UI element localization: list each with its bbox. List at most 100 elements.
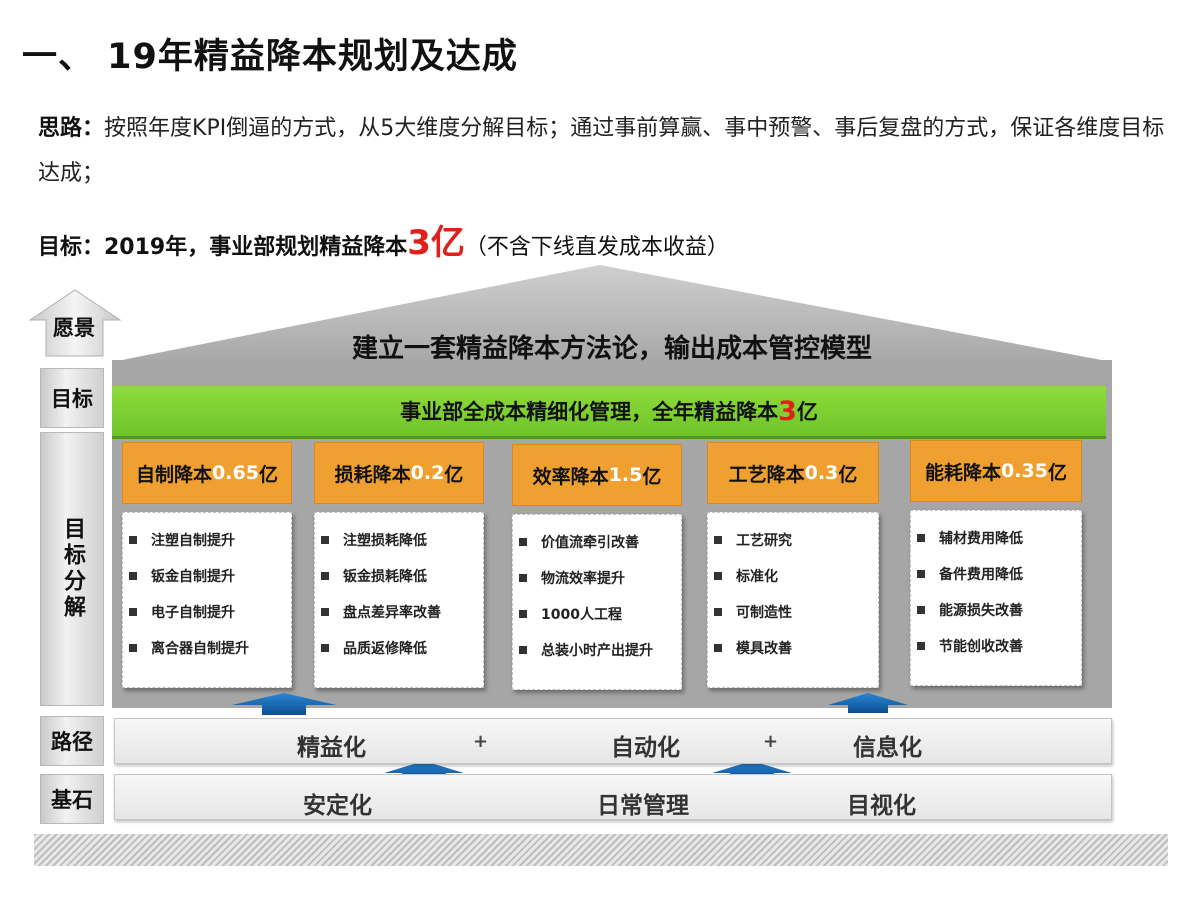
square-bullet-icon (917, 606, 925, 614)
side-label-path: 路径 (40, 716, 104, 766)
square-bullet-icon (321, 644, 329, 652)
pillar-list-item: 可制造性 (714, 595, 878, 631)
pillar-item-box: 注塑自制提升钣金自制提升电子自制提升离合器自制提升 (122, 512, 292, 688)
pillar-item-text: 注塑损耗降低 (343, 533, 427, 549)
side-label-breakdown-text: 目标分解 (60, 517, 85, 621)
page-title: 一、 19年精益降本规划及达成 (22, 37, 518, 77)
idea-label: 思路： (38, 116, 105, 141)
house-roof (112, 265, 1112, 362)
side-label-vision: 愿景 (53, 316, 95, 340)
pillar-list-item: 备件费用降低 (917, 557, 1081, 593)
square-bullet-icon (129, 572, 137, 580)
pillar-list-item: 品质返修降低 (321, 631, 483, 667)
pillar-item-text: 注塑自制提升 (151, 533, 235, 549)
square-bullet-icon (519, 610, 527, 618)
square-bullet-icon (714, 608, 722, 616)
pillar-amount: 1.5 (608, 464, 643, 486)
pillar-amount: 0.2 (410, 462, 445, 484)
pillar-item-text: 能源损失改善 (939, 603, 1023, 619)
pillar-item-text: 钣金损耗降低 (343, 569, 427, 585)
square-bullet-icon (129, 644, 137, 652)
pillar-name: 工艺降本 (728, 463, 805, 486)
path-plus: + (763, 731, 779, 752)
square-bullet-icon (129, 608, 137, 616)
pillar-item-text: 标准化 (736, 569, 778, 585)
pillar-list-item: 工艺研究 (714, 523, 878, 559)
idea-paragraph: 思路：按照年度KPI倒逼的方式，从5大维度分解目标；通过事前算赢、事中预警、事后… (38, 106, 1168, 196)
goal-label: 目标：2019年，事业部规划精益降本 (38, 235, 408, 260)
pillar-amount: 0.3 (804, 462, 839, 484)
pillar-item-text: 备件费用降低 (939, 567, 1023, 583)
square-bullet-icon (917, 642, 925, 650)
pillar-unit: 亿 (444, 463, 464, 486)
pillar-item-list: 辅材费用降低备件费用降低能源损失改善节能创收改善 (911, 521, 1081, 665)
pillar-list-item: 注塑自制提升 (129, 523, 291, 559)
square-bullet-icon (714, 572, 722, 580)
pillar-name: 损耗降本 (334, 463, 411, 486)
path-band: 精益化 + 自动化 + 信息化 (114, 718, 1112, 764)
pillar-item-text: 辅材费用降低 (939, 531, 1023, 547)
path-plus: + (473, 731, 489, 752)
pillar-list-item: 模具改善 (714, 631, 878, 667)
square-bullet-icon (321, 572, 329, 580)
pillar-item-text: 盘点差异率改善 (343, 605, 441, 621)
pillar-list-item: 能源损失改善 (917, 593, 1081, 629)
pillar-item-text: 工艺研究 (736, 533, 792, 549)
target-bar-text: 事业部全成本精细化管理，全年精益降本 (400, 400, 779, 424)
pillar-item-text: 电子自制提升 (151, 605, 235, 621)
square-bullet-icon (129, 536, 137, 544)
idea-text: 按照年度KPI倒逼的方式，从5大维度分解目标；通过事前算赢、事中预警、事后复盘的… (38, 116, 1165, 186)
pillar-unit: 亿 (642, 465, 662, 488)
pillar-item-text: 模具改善 (736, 641, 792, 657)
pillar-name: 效率降本 (532, 465, 609, 488)
pillar-item-text: 可制造性 (736, 605, 792, 621)
pillar-list-item: 价值流牵引改善 (519, 525, 681, 561)
pillar-item-box: 工艺研究标准化可制造性模具改善 (707, 512, 879, 688)
pillar-item-list: 价值流牵引改善物流效率提升 1000人工程总装小时产出提升 (513, 525, 681, 669)
pillar-item-text: 物流效率提升 (541, 571, 625, 587)
square-bullet-icon (917, 570, 925, 578)
pillar-list-item: 总装小时产出提升 (519, 633, 681, 669)
pillar-item-list: 注塑损耗降低钣金损耗降低盘点差异率改善品质返修降低 (315, 523, 483, 667)
side-label-target: 目标 (40, 368, 104, 428)
pillar-item-box: 辅材费用降低备件费用降低能源损失改善节能创收改善 (910, 510, 1082, 686)
pillar-name: 自制降本 (136, 463, 213, 486)
pillar-item-box: 价值流牵引改善物流效率提升 1000人工程总装小时产出提升 (512, 514, 682, 690)
path-item: 信息化 (853, 735, 922, 761)
pillar-item-box: 注塑损耗降低钣金损耗降低盘点差异率改善品质返修降低 (314, 512, 484, 688)
pillar-unit: 亿 (838, 463, 858, 486)
pillar-list-item: 辅材费用降低 (917, 521, 1081, 557)
pillar-item-text: 价值流牵引改善 (541, 535, 639, 551)
pillar-item-text: 1000人工程 (541, 607, 622, 623)
vision-statement: 建立一套精益降本方法论，输出成本管控模型 (351, 334, 872, 364)
goal-line: 目标：2019年，事业部规划精益降本3亿（不含下线直发成本收益） (38, 215, 729, 264)
pillar-item-list: 注塑自制提升钣金自制提升电子自制提升离合器自制提升 (123, 523, 291, 667)
pillar-unit: 亿 (1047, 461, 1067, 484)
pillar-amount: 0.65 (212, 462, 259, 484)
pillar-list-item: 离合器自制提升 (129, 631, 291, 667)
bottom-hatch-bar (34, 834, 1168, 866)
pillar-name: 能耗降本 (925, 461, 1002, 484)
foundation-item: 安定化 (303, 793, 372, 819)
path-item: 精益化 (297, 735, 366, 761)
pillar-list-item: 节能创收改善 (917, 629, 1081, 665)
path-item: 自动化 (611, 735, 680, 761)
square-bullet-icon (917, 534, 925, 542)
square-bullet-icon (714, 536, 722, 544)
square-bullet-icon (321, 536, 329, 544)
pillar-list-item: 物流效率提升 (519, 561, 681, 597)
square-bullet-icon (519, 646, 527, 654)
pillar-item-text: 品质返修降低 (343, 641, 427, 657)
side-label-breakdown: 目标分解 (40, 432, 104, 706)
pillar-item-list: 工艺研究标准化可制造性模具改善 (708, 523, 878, 667)
pillar-item-text: 离合器自制提升 (151, 641, 249, 657)
vision-arrow-icon (28, 289, 122, 357)
pillar-item-text: 节能创收改善 (939, 639, 1023, 655)
